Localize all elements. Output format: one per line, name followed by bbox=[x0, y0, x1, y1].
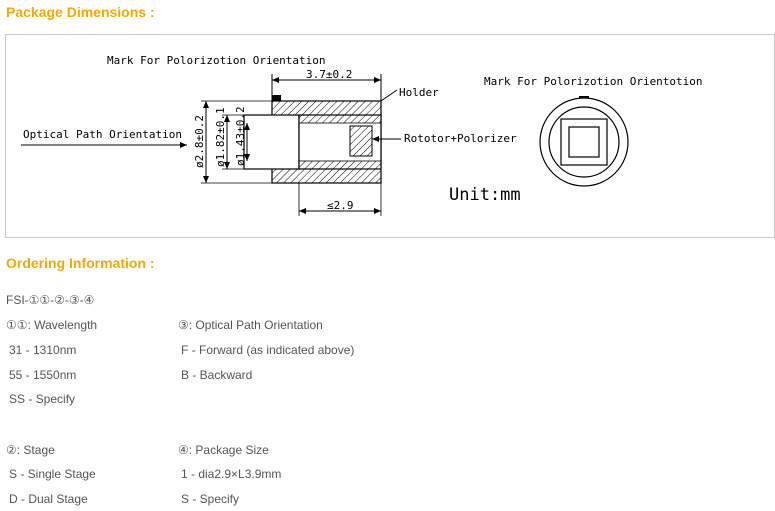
rotator-polarizer-element bbox=[349, 125, 373, 157]
ordering-information-title: Ordering Information : bbox=[6, 255, 155, 271]
dim-od-label: ø2.8±0.2 bbox=[193, 115, 206, 168]
dim-id2-label: ø1.43±0.2 bbox=[234, 106, 247, 166]
stage-option: S - Single Stage bbox=[9, 467, 96, 481]
stage-option: D - Dual Stage bbox=[9, 492, 88, 506]
holder-label: Holder bbox=[399, 86, 439, 99]
optical-path-option: F - Forward (as indicated above) bbox=[181, 343, 355, 357]
end-view-inner-square bbox=[568, 126, 600, 158]
wavelength-option: 55 - 1550nm bbox=[9, 368, 77, 382]
dim-bottom-label: ≤2.9 bbox=[327, 199, 354, 212]
mark-top-label: Mark For Polorizotion Orientation bbox=[107, 54, 326, 67]
optical-path-option: B - Backward bbox=[181, 368, 253, 382]
wavelength-option: SS - Specify bbox=[9, 392, 76, 406]
package-dimensions-title: Package Dimensions : bbox=[6, 4, 155, 20]
inner-bore bbox=[243, 114, 300, 170]
stage-heading: ②: Stage bbox=[6, 443, 55, 457]
polarization-mark bbox=[272, 95, 281, 101]
drawing-frame bbox=[5, 34, 775, 238]
unit-label: Unit:mm bbox=[449, 185, 521, 205]
dim-id1-label: ø1.82±0.1 bbox=[214, 107, 227, 167]
package-size-option: S - Specify bbox=[181, 492, 240, 506]
wavelength-option: 31 - 1310nm bbox=[9, 343, 77, 357]
mark-right-label: Mark For Polorizotion Orientotion bbox=[484, 75, 703, 88]
package-size-heading: ④: Package Size bbox=[178, 443, 269, 457]
optical-path-heading: ③: Optical Path Orientation bbox=[178, 318, 323, 332]
package-drawing: Mark For Polorizotion Orientation 3.7±0.… bbox=[21, 54, 703, 216]
package-size-option: 1 - dia2.9×L3.9mm bbox=[181, 467, 282, 481]
wavelength-heading: ①①: Wavelength bbox=[6, 318, 98, 332]
rotator-label: Rototor+Polorizer bbox=[404, 132, 517, 145]
dim-length-label: 3.7±0.2 bbox=[306, 68, 352, 81]
optical-path-label: Optical Path Orientation bbox=[23, 128, 182, 141]
ordering-code: FSI-①①-②-③-④ bbox=[6, 293, 95, 307]
